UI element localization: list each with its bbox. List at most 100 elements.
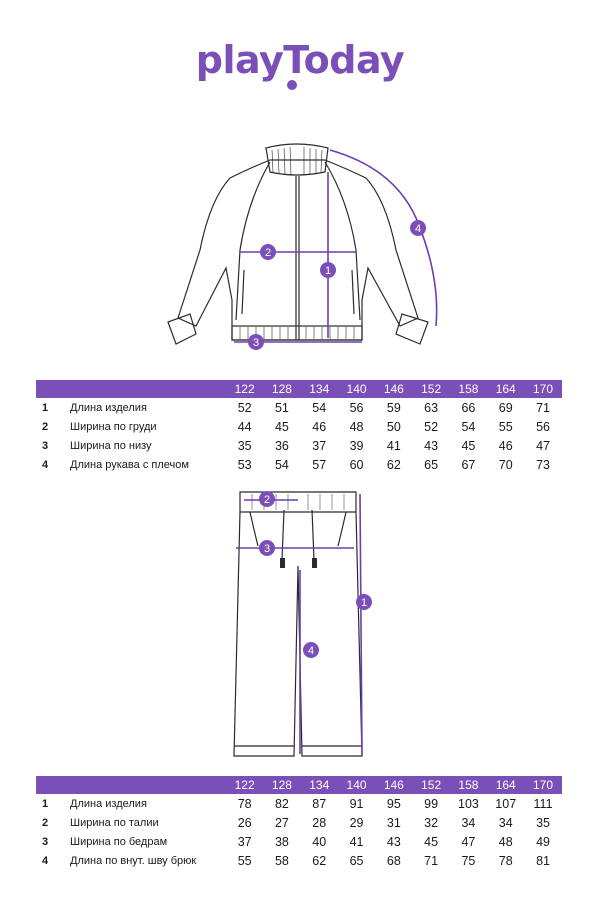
cell: 48 — [498, 834, 513, 849]
drawstring-tips — [280, 558, 317, 568]
jacket-marker-3: 3 — [253, 337, 259, 349]
pants-marker-4: 4 — [308, 645, 314, 657]
cell: 99 — [424, 796, 439, 811]
cell: 78 — [498, 853, 513, 868]
cell: 35 — [536, 815, 550, 830]
cell: 43 — [386, 834, 401, 849]
cell: 51 — [274, 400, 289, 415]
cell: 29 — [349, 815, 364, 830]
cell: 65 — [349, 853, 364, 868]
size-col: 128 — [271, 382, 292, 396]
cell: 59 — [386, 400, 401, 415]
size-col: 140 — [346, 778, 367, 792]
pants-size-header: 122 128 134 140 146 152 158 164 170 — [36, 776, 562, 794]
cell: 48 — [349, 419, 364, 434]
row-label: Длина изделия — [70, 797, 147, 810]
cell: 62 — [312, 853, 327, 868]
cell: 56 — [349, 400, 364, 415]
cell: 56 — [536, 419, 550, 434]
jacket-size-header: 122 128 134 140 146 152 158 164 170 — [36, 380, 562, 398]
cell: 49 — [536, 834, 550, 849]
cell: 52 — [424, 419, 439, 434]
jacket-marker-2: 2 — [265, 247, 271, 259]
row-label: Длина по внут. шву брюк — [70, 854, 197, 867]
cell: 82 — [274, 796, 289, 811]
cell: 47 — [461, 834, 476, 849]
size-col: 122 — [234, 382, 255, 396]
size-col: 134 — [309, 382, 330, 396]
cell: 34 — [461, 815, 476, 830]
size-col: 170 — [533, 778, 554, 792]
table-row: 1 Длина изделия 78 82 87 91 95 99 103 10… — [36, 794, 562, 813]
cell: 41 — [349, 834, 364, 849]
size-col: 170 — [533, 382, 554, 396]
jacket-marker-4: 4 — [415, 223, 421, 235]
size-col: 146 — [383, 778, 404, 792]
cell: 53 — [237, 457, 252, 472]
cell: 32 — [424, 815, 439, 830]
cell: 87 — [312, 796, 327, 811]
cell: 70 — [498, 457, 513, 472]
cell: 103 — [458, 796, 479, 811]
cell: 27 — [274, 815, 289, 830]
row-label: Длина изделия — [70, 401, 147, 414]
cell: 40 — [312, 834, 327, 849]
jacket-markers: 1 2 3 4 — [248, 220, 426, 350]
table-row: 1 Длина изделия 52 51 54 56 59 63 66 69 … — [36, 398, 562, 417]
row-number: 4 — [41, 854, 49, 867]
cell: 39 — [349, 438, 364, 453]
table-row: 4 Длина рукава с плечом 53 54 57 60 62 6… — [36, 455, 562, 474]
cell: 68 — [386, 853, 401, 868]
pants-marker-3: 3 — [264, 543, 270, 555]
cell: 54 — [312, 400, 327, 415]
cell: 31 — [386, 815, 401, 830]
table-row: 3 Ширина по бедрам 37 38 40 41 43 45 47 … — [36, 832, 562, 851]
cell: 28 — [312, 815, 327, 830]
cell: 75 — [461, 853, 476, 868]
pants-illustration: 1 2 3 4 — [233, 491, 372, 757]
row-number: 1 — [41, 797, 49, 810]
cell: 66 — [461, 400, 476, 415]
cell: 107 — [495, 796, 517, 811]
row-label: Ширина по низу — [70, 439, 152, 452]
cell: 36 — [274, 438, 289, 453]
size-col: 152 — [421, 778, 442, 792]
cell: 91 — [349, 796, 364, 811]
row-number: 3 — [41, 835, 49, 848]
size-col: 128 — [271, 778, 292, 792]
row-number: 3 — [41, 439, 49, 452]
cell: 67 — [461, 457, 476, 472]
jacket-marker-1: 1 — [325, 265, 331, 277]
cell: 47 — [536, 438, 550, 453]
size-col: 164 — [495, 382, 516, 396]
cell: 54 — [274, 457, 289, 472]
cell: 43 — [424, 438, 439, 453]
row-number: 2 — [41, 816, 49, 829]
row-label: Ширина по талии — [70, 816, 159, 829]
table-row: 4 Длина по внут. шву брюк 55 58 62 65 68… — [36, 851, 562, 870]
cell: 45 — [424, 834, 439, 849]
cell: 58 — [274, 853, 289, 868]
size-col: 152 — [421, 382, 442, 396]
size-col: 158 — [458, 382, 479, 396]
cell: 60 — [349, 457, 364, 472]
cell: 95 — [386, 796, 401, 811]
size-col: 134 — [309, 778, 330, 792]
cell: 45 — [461, 438, 476, 453]
size-col: 140 — [346, 382, 367, 396]
row-number: 1 — [41, 401, 49, 414]
cell: 78 — [237, 796, 252, 811]
cell: 55 — [237, 853, 252, 868]
jacket-size-table: 122 128 134 140 146 152 158 164 170 1 Дл… — [36, 380, 562, 474]
table-row: 2 Ширина по талии 26 27 28 29 31 32 34 3… — [36, 813, 562, 832]
table-row: 3 Ширина по низу 35 36 37 39 41 43 45 46… — [36, 436, 562, 455]
cell: 45 — [274, 419, 289, 434]
size-col: 158 — [458, 778, 479, 792]
cell: 71 — [536, 400, 550, 415]
logo-dot-icon — [287, 80, 297, 90]
cell: 73 — [536, 457, 550, 472]
cell: 38 — [274, 834, 289, 849]
row-label: Ширина по бедрам — [70, 835, 168, 848]
pants-outline — [233, 491, 363, 757]
size-col: 164 — [495, 778, 516, 792]
